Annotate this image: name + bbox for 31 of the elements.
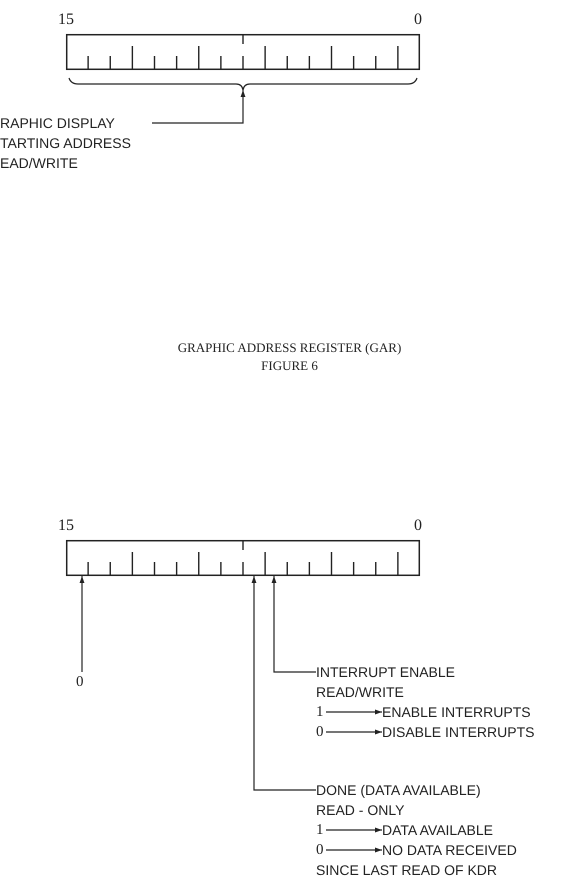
field-description: NO DATA RECEIVED bbox=[382, 841, 517, 860]
arrow bbox=[326, 710, 382, 714]
bit-number: 0 bbox=[414, 11, 422, 28]
field-description: INTERRUPT ENABLE bbox=[316, 663, 455, 682]
bit-value: 0 bbox=[316, 723, 324, 742]
figure-number: FIGURE 6 bbox=[261, 358, 318, 373]
field-description: SINCE LAST READ OF KDR bbox=[316, 861, 498, 880]
arrow bbox=[272, 576, 316, 673]
arrow bbox=[252, 576, 316, 791]
field-description: READ/WRITE bbox=[316, 683, 404, 702]
register-with-brace-drawing bbox=[66, 34, 420, 90]
field-description: ENABLE INTERRUPTS bbox=[382, 703, 531, 722]
field-description: RAPHIC DISPLAY TARTING ADDRESS EAD/WRITE bbox=[0, 114, 132, 173]
arrow bbox=[326, 848, 382, 852]
bit-number: 0 bbox=[414, 517, 422, 534]
figure-caption: GRAPHIC ADDRESS REGISTER (GAR) bbox=[178, 340, 402, 355]
bit-number: 15 bbox=[58, 517, 74, 534]
bit-number: 15 bbox=[58, 11, 74, 28]
register-drawing bbox=[66, 540, 420, 576]
field-description: READ - ONLY bbox=[316, 801, 404, 820]
field-description: DISABLE INTERRUPTS bbox=[382, 723, 534, 742]
field-description: DATA AVAILABLE bbox=[382, 821, 494, 840]
bit-value: 1 bbox=[316, 703, 324, 722]
arrow bbox=[152, 90, 246, 124]
arrow bbox=[326, 828, 382, 832]
arrow bbox=[80, 576, 84, 672]
bit-value: 1 bbox=[316, 821, 324, 840]
bit-value: 0 bbox=[316, 841, 324, 860]
arrow bbox=[326, 730, 382, 734]
bit-value: 0 bbox=[76, 673, 84, 692]
field-description: DONE (DATA AVAILABLE) bbox=[316, 781, 481, 800]
